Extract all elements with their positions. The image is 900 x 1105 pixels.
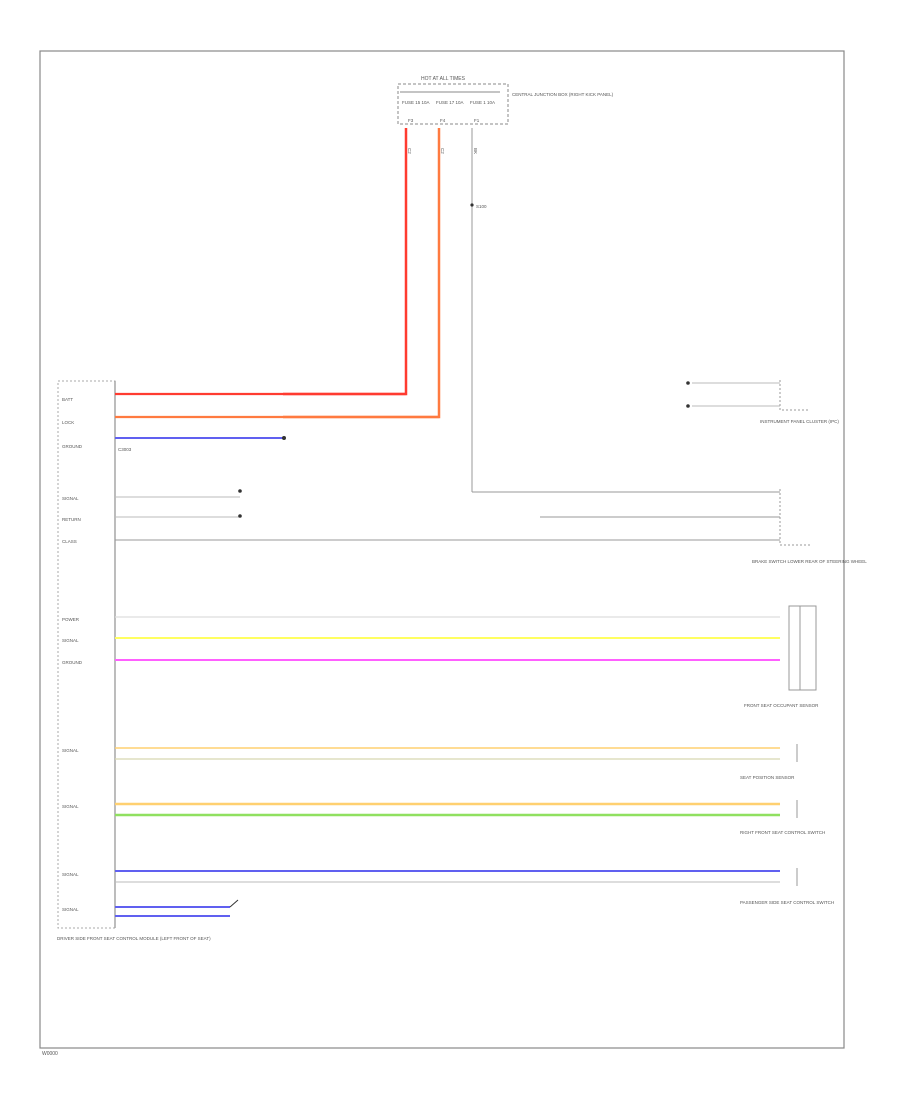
ipc-outline <box>779 380 810 411</box>
left-module-name: DRIVER SIDE FRONT SEAT CONTROL MODULE (L… <box>57 936 211 941</box>
left-pin-8: SIGNAL <box>62 638 79 643</box>
fuse-label-2: FUSE 17 10A <box>436 100 464 105</box>
brake-switch-name: BRAKE SWITCH LOWER REAR OF STEERING WHEE… <box>752 559 867 564</box>
fuse-pin-2: F4 <box>440 118 446 123</box>
position-sensor-name: SEAT POSITION SENSOR <box>740 775 795 780</box>
feed-label-1: C2 <box>407 148 412 154</box>
left-connector: C3003 <box>118 447 132 452</box>
vertical-feeds: S100 C2 C2 BK <box>283 128 487 492</box>
right-seat-switch-name: RIGHT FRONT SEAT CONTROL SWITCH <box>740 830 825 835</box>
left-pin-4: SIGNAL <box>62 496 79 501</box>
wire-orange-feed <box>283 128 441 419</box>
left-module: BATT LOCK GROUND SIGNAL RETURN CLASS POW… <box>57 380 211 941</box>
fuse-box: HOT AT ALL TIMES FUSE 15 10A FUSE 17 10A… <box>397 76 614 125</box>
ipc-dot-2 <box>686 404 690 408</box>
connector-dot-1 <box>238 489 242 493</box>
left-pin-1: BATT <box>62 397 73 402</box>
left-pin-6: CLASS <box>62 539 77 544</box>
feed-label-3: BK <box>473 148 478 154</box>
occupant-sensor-box <box>788 605 817 691</box>
fuse-label-3: FUSE 1 10A <box>470 100 495 105</box>
diagram-frame <box>39 50 845 1049</box>
ground-dot-1 <box>282 436 286 440</box>
fuse-label-1: FUSE 15 10A <box>402 100 430 105</box>
ipc-dot-1 <box>686 381 690 385</box>
connector-dot-2 <box>238 514 242 518</box>
horizontal-wires <box>115 392 780 917</box>
splice-label: S100 <box>476 204 487 209</box>
left-pin-2: LOCK <box>62 420 74 425</box>
splice-s100 <box>470 203 474 207</box>
fuse-box-name: CENTRAL JUNCTION BOX (RIGHT KICK PANEL) <box>512 92 614 97</box>
right-components: INSTRUMENT PANEL CLUSTER (IPC) BRAKE SWI… <box>686 380 867 905</box>
fuse-pin-3: F1 <box>474 118 480 123</box>
wire-red-feed <box>283 128 408 396</box>
left-pin-12: SIGNAL <box>62 872 79 877</box>
ground-lead <box>229 899 239 908</box>
footer-code: W0000 <box>42 1051 58 1057</box>
left-pin-13: SIGNAL <box>62 907 79 912</box>
left-pin-10: SIGNAL <box>62 748 79 753</box>
ipc-name: INSTRUMENT PANEL CLUSTER (IPC) <box>760 419 839 424</box>
left-pin-7: POWER <box>62 617 80 622</box>
left-module-outline <box>57 380 116 929</box>
left-pin-5: RETURN <box>62 517 81 522</box>
occupant-sensor-name: FRONT SEAT OCCUPANT SENSOR <box>744 703 819 708</box>
left-pin-9: GROUND <box>62 660 83 665</box>
passenger-switch-name: PASSENGER SIDE SEAT CONTROL SWITCH <box>740 900 834 905</box>
brake-switch-outline <box>779 489 810 546</box>
left-pin-11: SIGNAL <box>62 804 79 809</box>
fuse-box-label: HOT AT ALL TIMES <box>421 76 466 82</box>
feed-label-2: C2 <box>440 148 445 154</box>
fuse-pin-1: F3 <box>408 118 414 123</box>
fuse-box-outline <box>397 83 509 125</box>
left-pin-3: GROUND <box>62 444 83 449</box>
